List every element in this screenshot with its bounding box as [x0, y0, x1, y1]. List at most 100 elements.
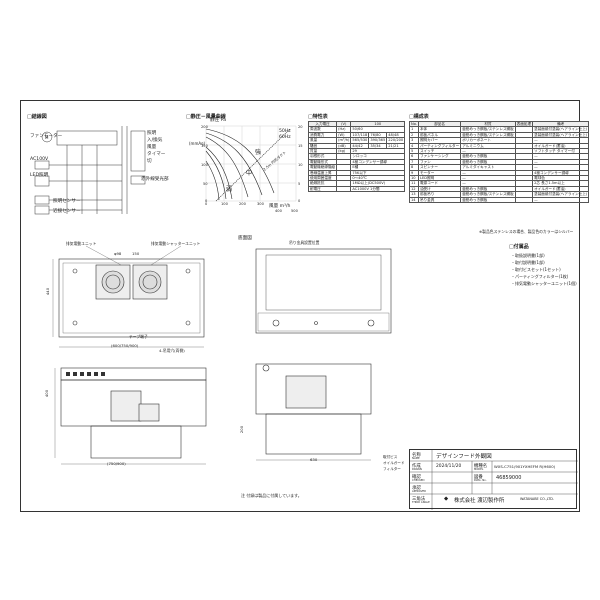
pq-y2tick: 5 — [298, 182, 301, 186]
spec-cell: AC1000V 1分間 — [350, 185, 406, 193]
spec-row: 入力電圧(V)100 — [307, 120, 406, 128]
wiring-label: M — [45, 135, 49, 140]
dim-label: 排気電動シャッターユニット — [151, 241, 201, 246]
section-pq-title: □静圧－風量曲線 — [186, 114, 226, 120]
pq-ytick: 200 — [201, 125, 208, 129]
pq-xtick: 400 — [275, 209, 282, 213]
accessory-item: ・取付説明書(1部) — [511, 260, 545, 265]
composition-cell: 14 — [409, 196, 419, 204]
tb-dwg-label-en: DWG. No. — [474, 479, 487, 482]
tb-dwg-label: 図番 — [474, 475, 483, 480]
composition-cell: 塗装面焼付塗装(ヘアライン仕上) — [532, 191, 590, 198]
tb-checked-label: 確認 — [412, 475, 421, 480]
wiring-label: 照明 — [147, 131, 157, 136]
front-plan-view — [52, 245, 205, 348]
section-wiring-title: □結線図 — [27, 114, 47, 120]
front-elevation — [54, 367, 207, 465]
spec-cell: 220/200 — [386, 137, 406, 144]
composition-cell: 表面処理 — [514, 120, 534, 128]
dim-side-width: 630 — [310, 457, 318, 462]
composition-cell: ファンケーシング — [417, 153, 462, 160]
pq-xtick: 200 — [239, 202, 246, 206]
spec-cell: 電動機絶縁階級 — [307, 164, 338, 171]
pq-ytick: 0 — [205, 199, 208, 203]
composition-cell: 亜鉛めっき鋼板/ステンレス鋼板 — [460, 126, 516, 133]
dim-label: 排気電動ユニット — [66, 241, 97, 246]
spec-cell: 21/21 — [386, 142, 406, 150]
wiring-label: 照明センサー — [53, 199, 81, 204]
pq-xtick: 0 — [205, 202, 208, 206]
pq-legend-60: 60Hz — [279, 135, 291, 140]
composition-cell: オイルガード(蓄油) — [532, 142, 590, 150]
composition-cell: ソフトタッチ タイマー付 — [532, 147, 590, 155]
pq-x-label: 風量 m³/h — [269, 204, 291, 209]
bottom-view-title: 底面図 — [238, 236, 252, 241]
tb-name-label-en: NAME — [412, 457, 420, 460]
title-block: 名称 NAME デザインフード外観図 作成 DRAWN 2024/11/20 機… — [409, 449, 578, 510]
tb-model-label-en: MODEL — [474, 468, 484, 471]
pq-xtick: 100 — [221, 202, 228, 206]
tb-drawn-label-en: DRAWN — [412, 468, 422, 471]
spec-cell: (kg) — [336, 147, 352, 155]
spec-cell: 耐電圧 — [307, 185, 338, 193]
accessory-item: ・排気電動シャッターユニット(1個) — [511, 281, 577, 286]
side-label: 取付ビス — [383, 455, 398, 459]
dim-height: 440 — [45, 287, 51, 296]
spec-row: 耐電圧 AC1000V 1分間 — [307, 185, 406, 193]
composition-note: ※製品色ステンレスの場合、製品色のカラーはシルバー — [479, 229, 574, 234]
wiring-label: LED照明 — [30, 173, 49, 178]
dim-label: テープ端子 — [129, 334, 148, 339]
dim-label: φ98 — [114, 251, 122, 256]
composition-cell: 塗装面焼付塗装(ヘアライン仕上) — [532, 131, 590, 139]
tb-company: 株式会社 渡辺製作所 — [454, 498, 505, 504]
pq-y2tick: 10 — [298, 163, 303, 167]
pq-ytick: 150 — [201, 144, 208, 148]
composition-cell: 4極コンデンサー誘導 — [532, 169, 590, 177]
pq-ytick: 100 — [201, 163, 208, 167]
section-accessories-title: □付属品 — [509, 244, 529, 250]
bottom-label: 吊り金具設置位置 — [289, 240, 320, 245]
spec-cell: (V) — [336, 120, 352, 128]
tb-approved-label: 承認 — [412, 486, 421, 491]
dim-width: (600/750/900) — [111, 343, 139, 348]
section-spec-title: □特性表 — [308, 114, 328, 120]
composition-cell: — — [532, 196, 590, 204]
tb-angle-label: 三角法 — [412, 497, 426, 502]
wiring-label: 切 — [147, 159, 152, 164]
bottom-view — [255, 248, 392, 334]
composition-cell — [514, 196, 534, 204]
accessory-item: ・取扱説明書(1部) — [511, 253, 545, 258]
composition-cell: 亜鉛めっき鋼板/ステンレス鋼板 — [460, 131, 516, 139]
tb-approved-label-en: APPROVED — [412, 490, 427, 493]
wiring-label: タイマー — [147, 152, 166, 157]
tb-dwg-no: 46859000 — [496, 475, 522, 481]
section-composition-title: □構成表 — [409, 114, 429, 120]
wiring-label: 赤外線受光部 — [141, 177, 169, 182]
composition-cell: パーティングフィルター — [417, 142, 462, 150]
dim-side-height: 200 — [239, 425, 245, 434]
spec-cell: (W) — [336, 131, 352, 139]
dim-width: (750/900) — [107, 461, 126, 466]
tb-company-en: WATANABE CO.,LTD. — [520, 497, 554, 501]
composition-cell: 塗装面焼付塗装(ヘアライン仕上) — [532, 126, 590, 133]
side-label: フィルター — [383, 467, 401, 471]
pq-y2tick: 20 — [298, 125, 303, 129]
pq-y2tick: 0 — [298, 199, 301, 203]
composition-cell: オイルガード(蓄油) — [532, 185, 590, 193]
composition-row: No.部品名材質表面処理備考 — [409, 120, 590, 128]
drawing-sheet: □結線図 □静圧－風量曲線 □特性表 □構成表 ファンモーター M AC100V… — [20, 100, 590, 512]
wiring-diagram — [34, 126, 146, 215]
spec-cell: (Hz) — [336, 126, 352, 133]
wiring-label: AC100V — [30, 157, 49, 162]
wiring-label: 入/換気 — [147, 138, 163, 143]
pq-curve-strong: 強 — [255, 149, 262, 156]
tb-angle-label-en: THIRD ANGLE — [412, 501, 430, 504]
